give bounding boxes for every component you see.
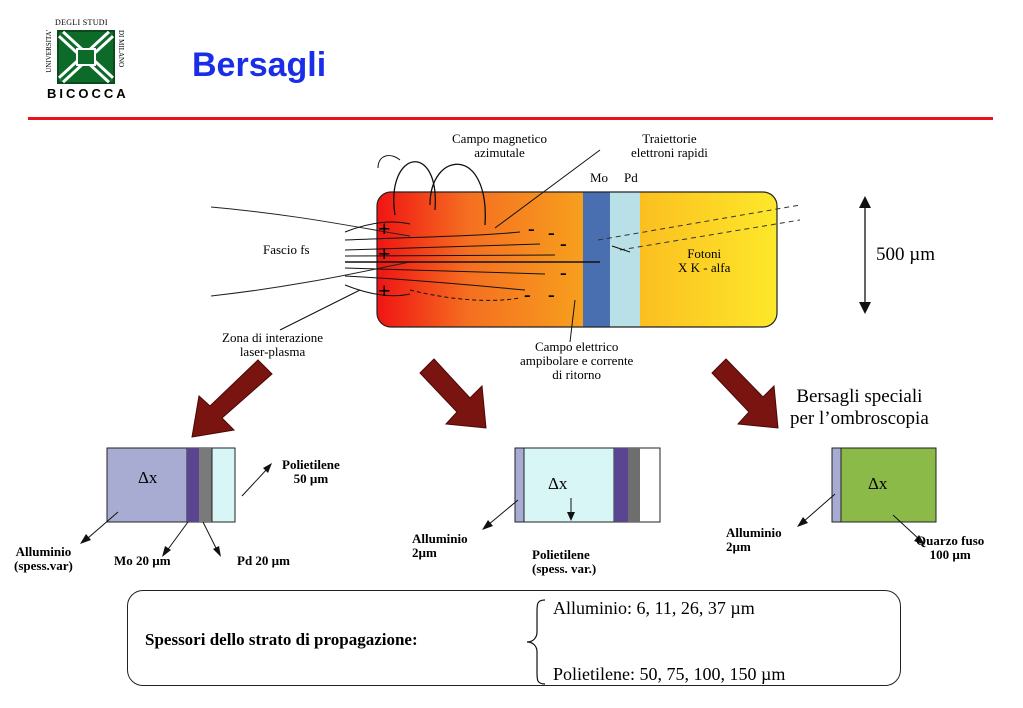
logo-bottom-text: BICOCCA xyxy=(47,86,129,101)
t3-alluminio: Alluminio 2µm xyxy=(726,525,782,554)
plus-sign-2: + xyxy=(378,241,391,266)
pd-layer xyxy=(610,192,640,327)
summary-polietilene: Polietilene: 50, 75, 100, 150 µm xyxy=(553,664,786,684)
label-fascio: Fascio fs xyxy=(263,242,310,257)
target3-aluminium xyxy=(831,447,842,523)
label-campo-elettrico: Campo elettrico ampibolare e corrente di… xyxy=(520,339,634,382)
plus-sign-3: + xyxy=(378,278,391,303)
minus-sign-5: - xyxy=(524,284,531,306)
minus-sign-4: - xyxy=(560,262,567,284)
t3-quarzo: Quarzo fuso 100 µm xyxy=(916,533,985,562)
minus-sign-1: - xyxy=(528,218,535,240)
label-pd: Pd xyxy=(624,170,638,185)
arrow-left-icon xyxy=(191,359,273,438)
t2-alluminio: Alluminio 2µm xyxy=(412,531,468,560)
target-body xyxy=(377,192,777,327)
minus-sign-2: - xyxy=(548,222,555,244)
scale-label: 500 µm xyxy=(876,244,935,265)
target1-delta: Δx xyxy=(138,468,158,487)
arrow-right-icon xyxy=(711,358,779,429)
target2-pd xyxy=(628,448,640,522)
minus-sign-6: - xyxy=(548,284,555,306)
plus-sign-1: + xyxy=(378,216,391,241)
target2-polyethylene xyxy=(523,447,615,523)
target1-pd xyxy=(199,448,212,522)
page-title: Bersagli xyxy=(192,46,327,84)
t1-alluminio: Alluminio (spess.var) xyxy=(14,544,73,573)
header-rule xyxy=(28,117,993,120)
label-bersagli-speciali: Bersagli speciali per l’ombroscopia xyxy=(790,386,929,429)
label-fotoni: Fotoni X K - alfa xyxy=(678,246,731,275)
target1-polyethylene xyxy=(211,447,236,523)
label-campo-magnetico: Campo magnetico azimutale xyxy=(452,131,547,160)
target2-delta: Δx xyxy=(548,474,568,493)
university-logo: DEGLI STUDI UNIVERSITA' DI MILANO BICOCC… xyxy=(45,18,126,101)
t1-polietilene: Polietilene 50 µm xyxy=(282,457,340,486)
summary-box xyxy=(127,590,901,686)
label-zona: Zona di interazione laser-plasma xyxy=(222,330,324,359)
label-traiettorie: Traiettorie elettroni rapidi xyxy=(631,131,708,160)
target3-quartz xyxy=(831,447,937,523)
t2-polietilene: Polietilene (spess. var.) xyxy=(532,547,597,576)
logo-right-text: DI MILANO xyxy=(117,30,125,68)
target2-mo xyxy=(614,448,628,522)
mo-layer xyxy=(583,192,610,327)
t1-pd: Pd 20 µm xyxy=(237,553,290,568)
target1-mo xyxy=(187,448,199,522)
label-mo: Mo xyxy=(590,170,609,185)
summary-label: Spessori dello strato di propagazione: xyxy=(145,630,418,649)
target2-aluminium xyxy=(514,447,525,523)
target1-aluminium xyxy=(106,447,188,523)
target3-delta: Δx xyxy=(868,474,888,493)
arrow-center-icon xyxy=(419,358,487,429)
t1-mo: Mo 20 µm xyxy=(114,553,171,568)
logo-top-text: DEGLI STUDI xyxy=(55,18,108,27)
minus-sign-3: - xyxy=(560,233,567,255)
summary-alluminio: Alluminio: 6, 11, 26, 37 µm xyxy=(553,598,755,618)
logo-emblem-icon xyxy=(57,30,115,84)
